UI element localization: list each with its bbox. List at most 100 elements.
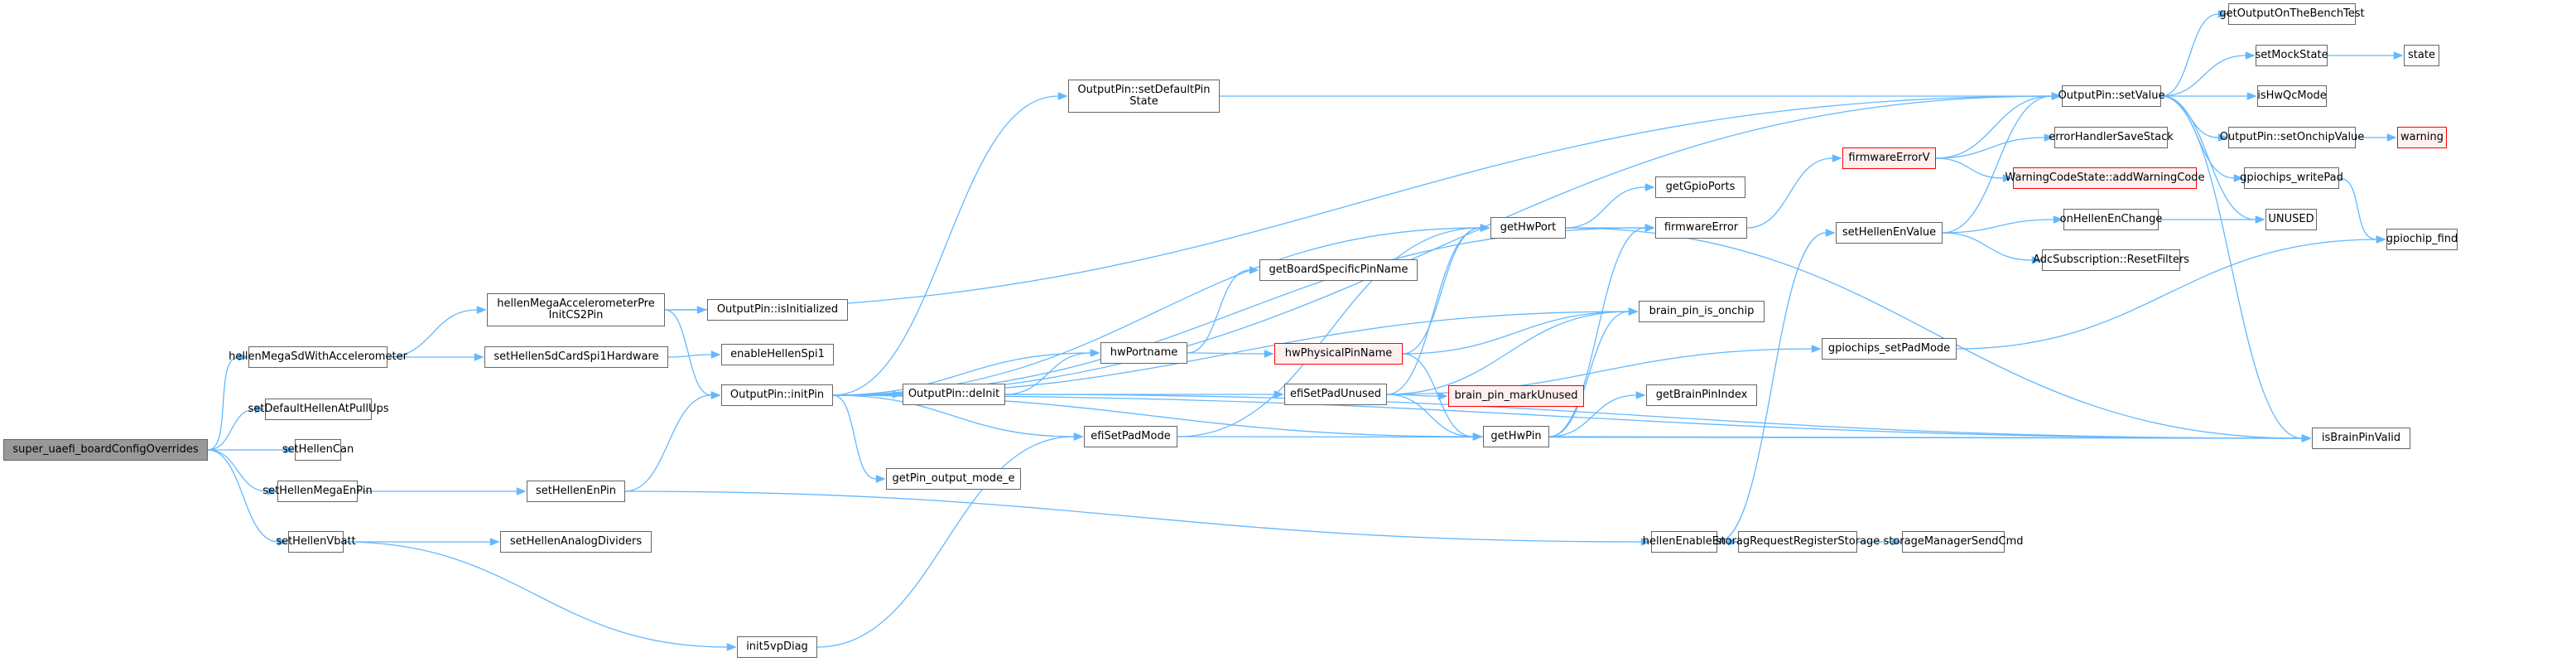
node-sethellenenvalue[interactable]: setHellenEnValue <box>1836 222 1943 244</box>
edge-n7-n9 <box>667 354 712 358</box>
edge-n10-n14 <box>832 95 1059 396</box>
node-brain-pin-markunused[interactable]: brain_pin_markUnused <box>1448 385 1584 407</box>
edge-n23-n27 <box>1548 311 1630 437</box>
edge-n29-n37 <box>1935 157 2004 179</box>
node-getpin-output-mode-e[interactable]: getPin_output_mode_e <box>886 468 1021 490</box>
arrowhead-n20-n24 <box>1480 224 1490 232</box>
edge-n30-n39 <box>1942 232 2033 261</box>
node-storagemanagersendcmd[interactable]: storageManagerSendCmd <box>1883 531 2024 553</box>
node-setmockstate[interactable]: setMockState <box>2255 45 2328 66</box>
arrowhead-n41-n42 <box>2393 51 2404 60</box>
node-efisetpadunused[interactable]: efiSetPadUnused <box>1284 384 1387 405</box>
node-outputpin-initpin[interactable]: OutputPin::initPin <box>721 384 833 406</box>
node-warningcodestate-addwarningcode[interactable]: WarningCodeState::addWarningCode <box>2005 167 2205 189</box>
node-gpiochips-setpadmode[interactable]: gpiochips_setPadMode <box>1822 338 1957 360</box>
arrowhead-n4-n11 <box>516 487 527 495</box>
node-enablehellenspi1[interactable]: enableHellenSpi1 <box>721 344 834 365</box>
node-gethwpin[interactable]: getHwPin <box>1483 426 1549 447</box>
node-init5vpdiag[interactable]: init5vpDiag <box>737 636 817 658</box>
node-hwphysicalpinname[interactable]: hwPhysicalPinName <box>1274 343 1403 365</box>
arrowhead-n6-n8 <box>696 306 707 314</box>
node-outputpin-setdefaultpinstate[interactable]: OutputPin::setDefaultPin State <box>1068 80 1220 113</box>
node-sethellenmegaenpin[interactable]: setHellenMegaEnPin <box>262 481 373 502</box>
arrowhead-n10-n27 <box>1628 307 1639 316</box>
arrowhead-n10-n23 <box>1472 432 1483 441</box>
node-sethellenenpin[interactable]: setHellenEnPin <box>527 481 625 502</box>
edge-n18-n20 <box>1187 352 1265 355</box>
edge-n24-n49 <box>1565 227 2303 439</box>
node-sethellenvbatt[interactable]: setHellenVbatt <box>276 531 356 553</box>
node-sethellencan[interactable]: setHellenCan <box>282 439 354 461</box>
node-outputpin-deinit[interactable]: OutputPin::deInit <box>903 384 1005 405</box>
node-getoutputonthebenchtest[interactable]: getOutputOnTheBenchTest <box>2219 3 2365 25</box>
arrowhead-n23-n26 <box>1644 224 1655 232</box>
node-setdefaulthellenatpullups[interactable]: setDefaultHellenAtPullUps <box>248 399 389 420</box>
node-gpiochip-find[interactable]: gpiochip_find <box>2386 229 2458 250</box>
node-state[interactable]: state <box>2404 45 2439 66</box>
arrowhead-n26-n29 <box>1832 154 1842 162</box>
arrowhead-n15-n21 <box>1274 390 1284 399</box>
arrowhead-n24-n26 <box>1644 224 1655 232</box>
node-sethellensdcardspi1hardware[interactable]: setHellenSdCardSpi1Hardware <box>484 346 668 368</box>
node-getgpioports[interactable]: getGpioPorts <box>1655 176 1745 198</box>
edge-n5-n13 <box>343 541 728 648</box>
node-sethellenanalogdividers[interactable]: setHellenAnalogDividers <box>500 531 652 553</box>
edge-n18-n19 <box>1187 269 1250 354</box>
node-super-uaefi-boardconfigoverrides[interactable]: super_uaefi_boardConfigOverrides <box>3 439 208 461</box>
arrowhead-n18-n20 <box>1264 350 1274 358</box>
node-outputpin-isinitialized[interactable]: OutputPin::isInitialized <box>707 299 848 321</box>
edge-n30-n38 <box>1942 219 2054 234</box>
node-isbrainpinvalid[interactable]: isBrainPinValid <box>2312 428 2410 449</box>
arrowhead-n20-n23 <box>1472 432 1483 441</box>
node-gethwport[interactable]: getHwPort <box>1490 217 1566 239</box>
arrowhead-n21-n24 <box>1480 224 1490 232</box>
node-hellenenableen[interactable]: hellenEnableEn <box>1643 531 1726 553</box>
node-getbrainpinindex[interactable]: getBrainPinIndex <box>1646 384 1757 406</box>
node-brain-pin-is-onchip[interactable]: brain_pin_is_onchip <box>1639 301 1765 322</box>
arrowhead-n10-n17 <box>1073 432 1084 441</box>
node-adcsubscription-resetfilters[interactable]: AdcSubscription::ResetFilters <box>2033 249 2189 271</box>
node-firmwareerrorv[interactable]: firmwareErrorV <box>1842 147 1936 169</box>
edge-n20-n27 <box>1402 311 1630 355</box>
edge-n10-n15 <box>832 394 893 396</box>
arrowhead-n17-n49 <box>2301 434 2312 442</box>
arrowhead-n46-n48 <box>2376 235 2386 244</box>
node-unused[interactable]: UNUSED <box>2265 209 2317 230</box>
arrowhead-n24-n25 <box>1644 183 1655 191</box>
node-outputpin-setonchipvalue[interactable]: OutputPin::setOnchipValue <box>2220 127 2364 148</box>
edge-n11-n32 <box>624 490 1642 543</box>
arrowhead-n32-n30 <box>1825 229 1836 237</box>
node-hellenmegaaccelerometerpreinitcs2pin[interactable]: hellenMegaAccelerometerPre InitCS2Pin <box>487 293 665 326</box>
arrowhead-n10-n16 <box>875 475 886 483</box>
arrowhead-n44-n45 <box>2386 133 2397 142</box>
node-errorhandlersavestack[interactable]: errorHandlerSaveStack <box>2049 127 2174 148</box>
node-hwportname[interactable]: hwPortname <box>1100 342 1187 364</box>
node-ishwqcmode[interactable]: isHwQcMode <box>2257 85 2327 107</box>
edge-n29-n36 <box>1935 137 2045 159</box>
node-onhellenenchange[interactable]: onHellenEnChange <box>2060 209 2162 230</box>
arrowhead-n11-n10 <box>710 391 721 399</box>
edge-n24-n25 <box>1565 186 1646 229</box>
edge-n15-n18 <box>1004 352 1091 395</box>
edge-n10-n27 <box>832 311 1630 396</box>
arrowhead-n38-n47 <box>2255 215 2265 224</box>
node-firmwareerror[interactable]: firmwareError <box>1655 217 1747 239</box>
node-efisetpadmode[interactable]: efiSetPadMode <box>1084 426 1177 447</box>
edge-n35-n40 <box>2160 13 2219 97</box>
arrowhead-n35-n49 <box>2301 434 2312 442</box>
node-warning[interactable]: warning <box>2397 127 2447 148</box>
edge-n26-n29 <box>1746 157 1833 229</box>
edge-n35-n47 <box>2160 95 2256 220</box>
arrowhead-n17-n24 <box>1480 224 1490 232</box>
node-getboardspecificpinname[interactable]: getBoardSpecificPinName <box>1259 259 1418 281</box>
node-outputpin-setvalue[interactable]: OutputPin::setValue <box>2058 85 2164 107</box>
edge-n0-n1 <box>207 356 239 451</box>
node-storagrequestregisterstorage[interactable]: storagRequestRegisterStorage <box>1716 531 1880 553</box>
edge-n30-n35 <box>1942 95 2053 234</box>
arrowhead-n35-n41 <box>2245 51 2256 60</box>
node-gpiochips-writepad[interactable]: gpiochips_writePad <box>2240 167 2343 189</box>
node-hellenmegasdwithaccelerometer[interactable]: hellenMegaSdWithAccelerometer <box>229 346 407 368</box>
arrowhead-n5-n12 <box>489 538 500 546</box>
